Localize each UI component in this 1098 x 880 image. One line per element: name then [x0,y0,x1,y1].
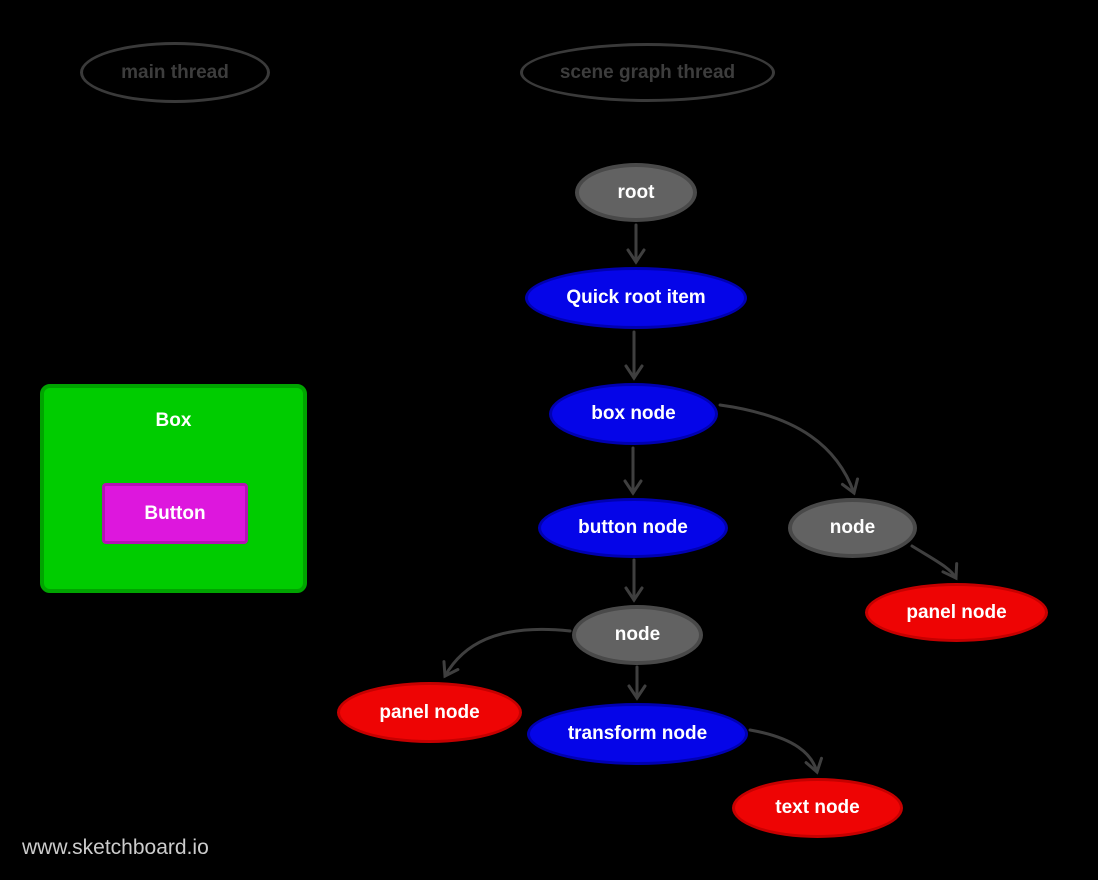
graph-node-label: node [829,517,876,538]
button-label: Button [144,502,206,524]
main-thread-ellipse[interactable]: main thread [80,42,270,103]
scene-graph-thread-ellipse[interactable]: scene graph thread [520,43,775,102]
graph-node-label: root [617,181,655,203]
button-shape[interactable]: Button [102,483,248,544]
graph-node-label: text node [775,797,860,818]
graph-node-root[interactable]: root [575,163,697,222]
graph-node-label: panel node [379,701,480,723]
graph-node-panel-node-right[interactable]: panel node [865,583,1048,642]
graph-node-label: button node [578,517,688,538]
scene-graph-thread-label: scene graph thread [559,61,736,83]
edge-node-mid-to-panel-node-left [442,627,572,679]
graph-node-label: box node [591,403,676,424]
graph-node-text-node[interactable]: text node [732,778,903,838]
main-thread-label: main thread [121,61,229,83]
graph-node-label: node [614,624,661,645]
graph-node-label: transform node [567,723,708,744]
graph-node-node-right[interactable]: node [788,498,917,558]
graph-node-node-mid[interactable]: node [572,605,703,665]
graph-node-transform-node[interactable]: transform node [527,703,748,765]
graph-node-label: panel node [906,601,1007,623]
graph-node-box-node[interactable]: box node [549,383,718,445]
box-label: Box [155,410,192,431]
graph-node-quick-root-item[interactable]: Quick root item [525,267,747,329]
graph-node-button-node[interactable]: button node [538,498,728,558]
graph-node-panel-node-left[interactable]: panel node [337,682,522,743]
edge-node-right-to-panel-node-right [910,544,959,581]
box-shape[interactable]: Box [40,384,307,593]
graph-node-label: Quick root item [566,287,706,308]
edge-box-node-to-node-right [718,403,860,496]
edge-transform-node-to-text-node [748,728,823,775]
sketchboard-watermark: www.sketchboard.io [22,836,209,859]
